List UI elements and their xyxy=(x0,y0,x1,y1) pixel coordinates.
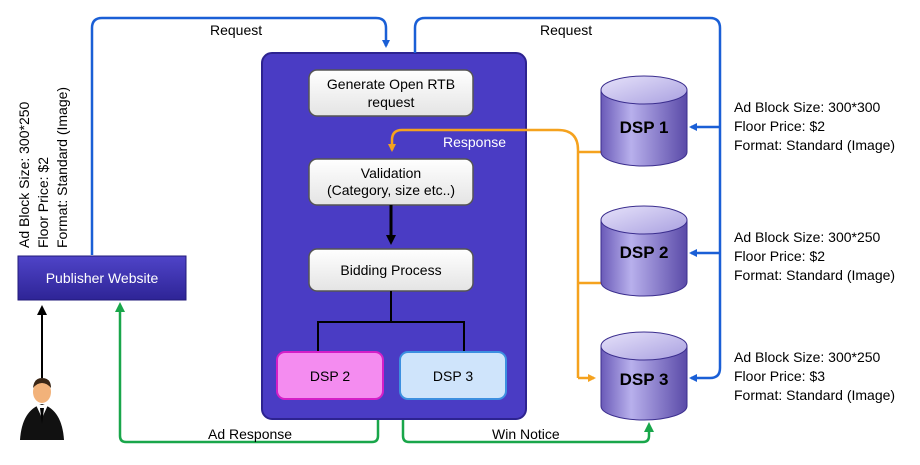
winner-dsp3: DSP 3 xyxy=(399,351,507,400)
publisher-ad-block: Ad Block Size: 300*250 Floor Price: $2 F… xyxy=(16,87,70,248)
step-validation-line2: (Category, size etc..) xyxy=(327,182,455,198)
bidding-bracket xyxy=(317,291,465,352)
dsp-3-floor: Floor Price: $3 xyxy=(734,368,825,384)
dsp-3-size: Ad Block Size: 300*250 xyxy=(734,349,881,365)
winner-dsp2: DSP 2 xyxy=(276,351,384,400)
dsp-2-format: Format: Standard (Image) xyxy=(734,267,895,283)
dsp-2-cylinder: DSP 2 xyxy=(600,205,688,297)
dsp-2-size: Ad Block Size: 300*250 xyxy=(734,229,881,245)
winner-dsp2-label: DSP 2 xyxy=(310,368,350,384)
dsp-2-info: Ad Block Size: 300*250 Floor Price: $2 F… xyxy=(734,229,895,283)
dsp-1-format: Format: Standard (Image) xyxy=(734,137,895,153)
step-generate-request: Generate Open RTB request xyxy=(308,69,474,117)
dsp-2-label: DSP 2 xyxy=(620,243,669,262)
response-label: Response xyxy=(443,134,506,150)
step-generate-line1: Generate Open RTB xyxy=(327,76,455,92)
ad-response-label: Ad Response xyxy=(208,426,292,442)
step-bidding: Bidding Process xyxy=(308,248,474,292)
dsp-1-size: Ad Block Size: 300*300 xyxy=(734,99,881,115)
response-arrow xyxy=(388,128,580,378)
dsp-1-info: Ad Block Size: 300*300 Floor Price: $2 F… xyxy=(734,99,895,153)
publisher-format: Format: Standard (Image) xyxy=(54,87,70,248)
publisher-website: Publisher Website xyxy=(17,255,187,301)
dsp-1-floor: Floor Price: $2 xyxy=(734,118,825,134)
dsp-3-label: DSP 3 xyxy=(620,370,669,389)
request-label-left: Request xyxy=(210,22,262,38)
dsp-3-format: Format: Standard (Image) xyxy=(734,387,895,403)
publisher-floor-price: Floor Price: $2 xyxy=(35,157,51,248)
publisher-website-label: Publisher Website xyxy=(46,270,159,286)
request-arrow-left xyxy=(90,16,390,255)
dsp-3-cylinder: DSP 3 xyxy=(600,331,688,421)
user-avatar-icon xyxy=(20,378,64,440)
request-arrow-right xyxy=(413,16,722,382)
publisher-ad-size: Ad Block Size: 300*250 xyxy=(16,101,32,248)
win-notice-arrow xyxy=(401,420,654,444)
win-notice-label: Win Notice xyxy=(492,426,560,442)
winner-dsp3-label: DSP 3 xyxy=(433,368,473,384)
dsp-1-cylinder: DSP 1 xyxy=(600,75,688,167)
request-label-right: Request xyxy=(540,22,592,38)
dsp-1-label: DSP 1 xyxy=(620,118,669,137)
ad-response-arrow xyxy=(115,302,380,444)
dsp-2-floor: Floor Price: $2 xyxy=(734,248,825,264)
step-generate-line2: request xyxy=(368,94,415,110)
step-bidding-label: Bidding Process xyxy=(340,262,441,278)
step-validation: Validation (Category, size etc..) xyxy=(308,158,474,206)
step-validation-line1: Validation xyxy=(361,165,421,181)
dsp-3-info: Ad Block Size: 300*250 Floor Price: $3 F… xyxy=(734,349,895,403)
